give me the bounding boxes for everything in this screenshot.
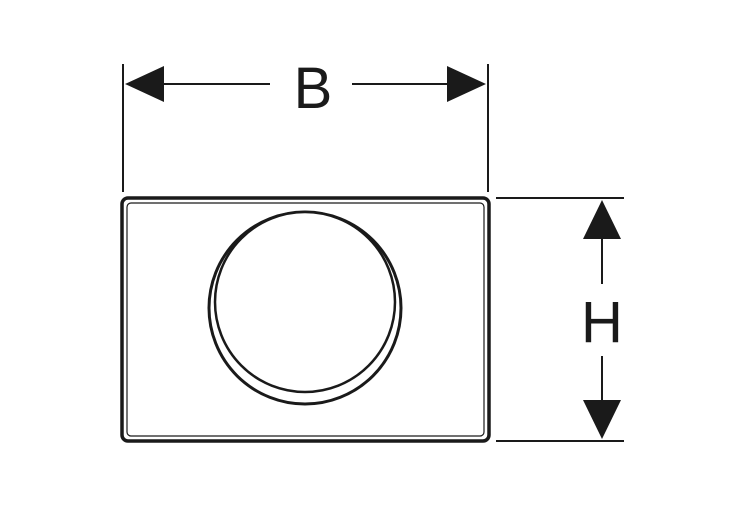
height-dimension: H [496, 197, 624, 442]
width-label: B [294, 56, 333, 121]
width-arrow-right-icon [447, 66, 486, 102]
width-arrow-left-icon [125, 66, 164, 102]
height-arrow-up-icon [583, 200, 621, 239]
height-label: H [581, 290, 623, 355]
height-arrow-down-icon [583, 400, 621, 439]
plate-inner-outline [126, 202, 485, 437]
width-dimension: B [122, 56, 489, 192]
flush-button [207, 210, 403, 406]
flush-button-face [213, 210, 397, 394]
